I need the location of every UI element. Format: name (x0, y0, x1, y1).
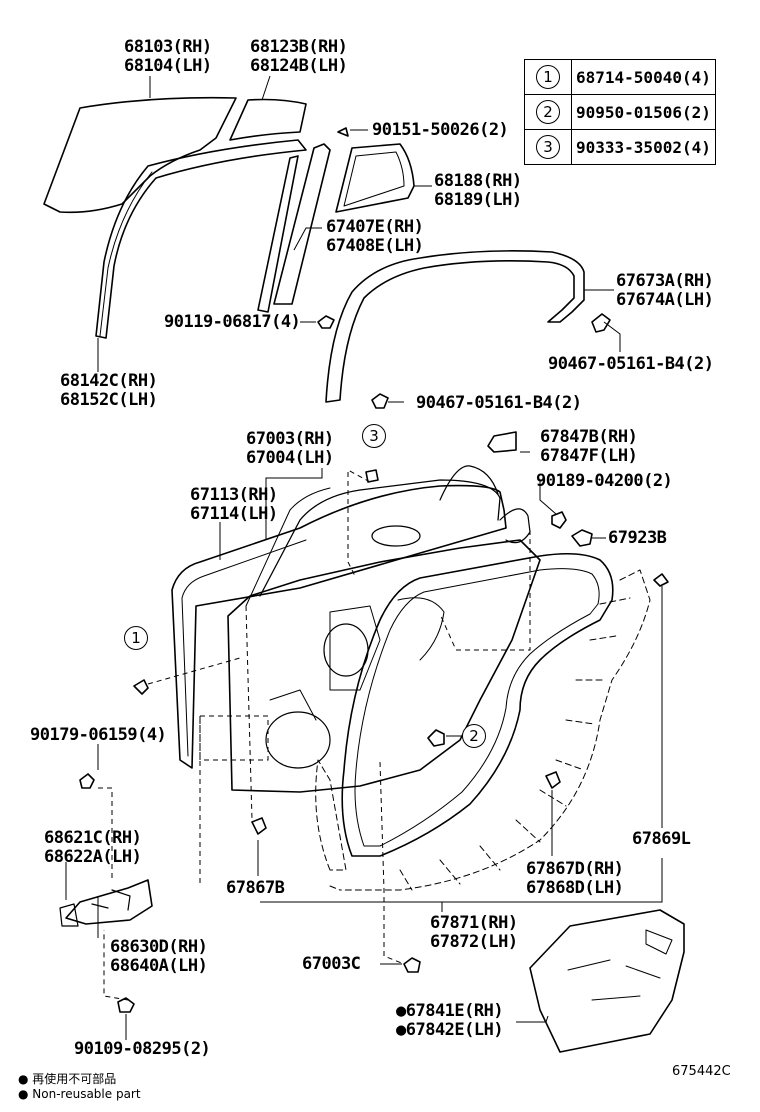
rivet-marker1-shape (133, 679, 149, 695)
label-cover-67841: ●67841E(RH) ●67842E(LH) (396, 1001, 504, 1040)
label-weatherstrip-67673: 67673A(RH) 67674A(LH) (616, 271, 714, 310)
label-run-68142: 68142C(RH) 68152C(LH) (60, 371, 158, 410)
label-cover-67847: 67847B(RH) 67847F(LH) (540, 427, 638, 466)
footnote-english: ● Non-reusable part (18, 1087, 141, 1101)
clip-67923-shape (571, 529, 593, 547)
label-screw-90119: 90119-06817(4) (164, 312, 301, 332)
bolt-90109-shape (117, 997, 135, 1013)
door-panel-shape (227, 539, 541, 793)
label-part-67867: 67867B (226, 878, 285, 898)
clip-marker3-shape (365, 469, 379, 483)
label-frame-67113: 67113(RH) 67114(LH) (190, 485, 278, 524)
wire-harness-shape (499, 508, 531, 544)
nut-marker2-shape (427, 729, 445, 747)
marker-2-icon: 2 (462, 724, 486, 748)
label-weatherstrip-67871: 67871(RH) 67872(LH) (430, 913, 518, 952)
clip-90467-shape-1 (591, 313, 611, 333)
diagram-id: 675442C (672, 1064, 731, 1079)
quarter-glass-shape (335, 143, 415, 213)
door-weatherstrip-shape (341, 552, 614, 857)
label-part-67003c: 67003C (302, 954, 361, 974)
marker-3-icon: 3 (362, 424, 386, 448)
cover-67847-shape (487, 431, 517, 453)
label-bolt-90109: 90109-08295(2) (74, 1039, 211, 1059)
division-bar-shape (257, 155, 299, 313)
bolt-90179-shape (79, 773, 95, 789)
legend-row: 1 68714-50040(4) (524, 59, 716, 95)
legend-row: 3 90333-35002(4) (524, 129, 716, 165)
label-glass-rear: 68123B(RH) 68124B(LH) (250, 37, 348, 76)
screw-90119-shape (317, 315, 335, 329)
clip-67867b-shape (251, 817, 267, 835)
parts-legend-table: 1 68714-50040(4) 2 90950-01506(2) 3 9033… (524, 59, 716, 165)
bolt-90189-shape (551, 511, 567, 529)
label-glass-front: 68103(RH) 68104(LH) (124, 37, 212, 76)
label-bolt-90189: 90189-04200(2) (536, 471, 673, 491)
clip-67869-shape (653, 573, 669, 587)
door-check-shape (65, 879, 153, 925)
label-weatherstrip-67867d: 67867D(RH) 67868D(LH) (526, 859, 624, 898)
legend-row: 2 90950-01506(2) (524, 94, 716, 130)
legend-part-number: 90950-01506(2) (571, 94, 716, 130)
label-check-68630: 68630D(RH) 68640A(LH) (110, 937, 208, 976)
clip-67867d-shape (545, 771, 561, 789)
circled-marker-icon: 1 (536, 65, 560, 89)
label-door-panel: 67003(RH) 67004(LH) (246, 429, 334, 468)
label-screw-90151: 90151-50026(2) (372, 120, 509, 140)
circled-marker-icon: 2 (536, 100, 560, 124)
door-frame-shape (171, 484, 507, 769)
label-clip-90467-top: 90467-05161-B4(2) (548, 354, 714, 374)
glass-run-shape (95, 139, 307, 339)
clip-67003c-shape (403, 957, 421, 973)
channel-shape (273, 143, 331, 305)
marker-1-icon: 1 (124, 626, 148, 650)
label-check-68621: 68621C(RH) 68622A(LH) (44, 828, 142, 867)
lining-shape (529, 909, 685, 1053)
legend-part-number: 68714-50040(4) (571, 59, 716, 95)
label-part-67923: 67923B (608, 528, 667, 548)
label-channel-67407: 67407E(RH) 67408E(LH) (326, 217, 424, 256)
screw-90151-shape (337, 127, 349, 137)
circled-marker-icon: 3 (536, 135, 560, 159)
legend-part-number: 90333-35002(4) (571, 129, 716, 165)
label-clip-90467-bottom: 90467-05161-B4(2) (416, 393, 582, 413)
footnote: ● 再使用不可部品 ● Non-reusable part (18, 1072, 141, 1102)
clip-90467-shape-2 (371, 393, 389, 409)
weatherstrip-arc-shape (325, 250, 585, 403)
glass-rear-shape (229, 98, 307, 141)
label-bolt-90179: 90179-06159(4) (30, 725, 167, 745)
label-part-67869: 67869L (632, 829, 691, 849)
glass-front-shape (43, 96, 237, 214)
footnote-japanese: ● 再使用不可部品 (18, 1072, 117, 1086)
label-glass-quarter: 68188(RH) 68189(LH) (434, 171, 522, 210)
